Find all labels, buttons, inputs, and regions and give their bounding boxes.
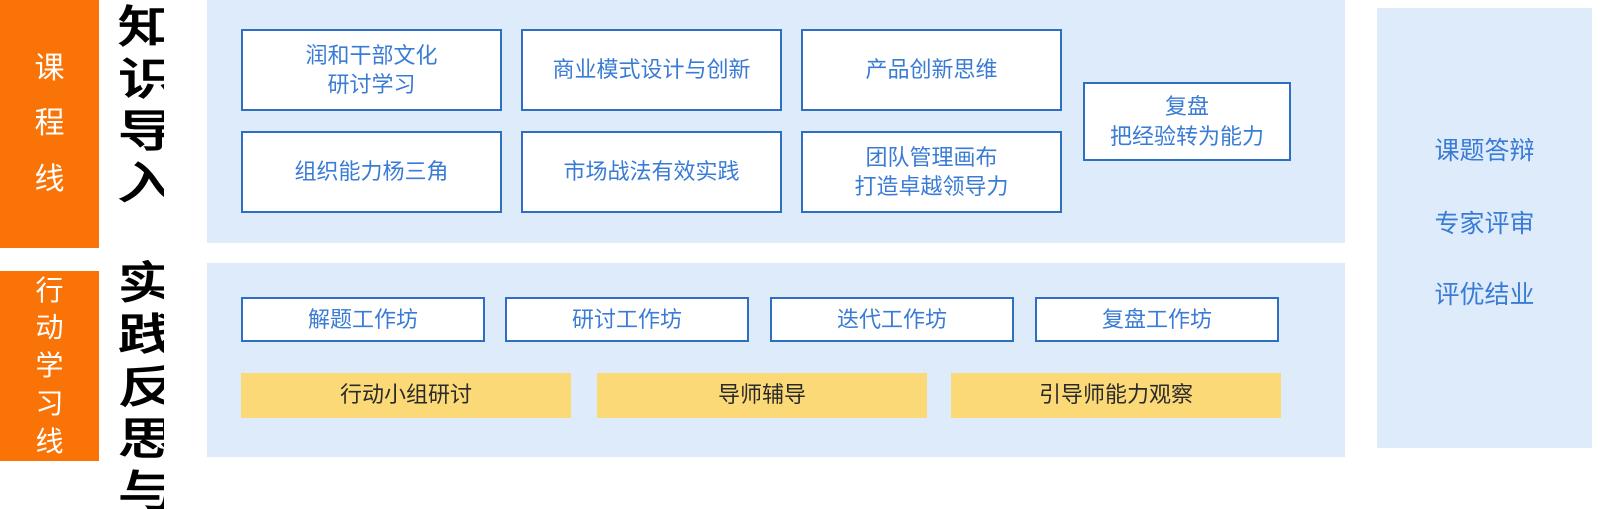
course-card-business-model-design[interactable]: 商业模式设计与创新 [521,29,782,111]
stage-practice-char-5: 与 [118,466,164,509]
action-learning-panel [207,263,1345,457]
assessment-item-topic-defense[interactable]: 课题答辩 [1434,137,1535,165]
rail-action-char-3: 学 [35,350,64,382]
stage-practice-char-2: 践 [118,310,164,362]
rail-course-char-1: 课 [34,51,65,85]
rail-course-char-2: 程 [34,107,65,141]
rail-action-learning-line: 行 动 学 习 线 [0,271,99,461]
course-card-market-strategy-practice[interactable]: 市场战法有效实践 [521,131,782,213]
stage-knowledge-char-2: 识 [118,54,164,106]
workshop-card-discussion[interactable]: 研讨工作坊 [505,297,749,342]
activity-chip-mentor-coaching[interactable]: 导师辅导 [597,373,927,418]
course-card-organizational-capability-triangle[interactable]: 组织能力杨三角 [241,131,502,213]
stage-knowledge-char-3: 导 [118,106,164,158]
workshop-card-iteration[interactable]: 迭代工作坊 [770,297,1014,342]
rail-course-char-3: 线 [34,162,65,196]
rail-action-char-4: 习 [35,387,64,419]
course-card-product-innovation-thinking[interactable]: 产品创新思维 [801,29,1062,111]
course-card-review-convert-experience[interactable]: 复盘 把经验转为能力 [1083,82,1291,161]
rail-action-char-1: 行 [35,274,64,306]
assessment-panel [1377,8,1592,448]
workshop-card-review[interactable]: 复盘工作坊 [1035,297,1279,342]
course-card-runhe-cadre-culture[interactable]: 润和干部文化 研讨学习 [241,29,502,111]
workshop-card-problem-solving[interactable]: 解题工作坊 [241,297,485,342]
stage-practice-char-3: 反 [118,362,164,414]
stage-label-knowledge-input: 知 识 导 入 [118,2,164,228]
stage-practice-char-4: 思 [118,414,164,466]
stage-label-practice-reflection: 实 践 反 思 与 赋 能 [118,258,164,509]
stage-practice-char-1: 实 [118,258,164,310]
activity-chip-facilitator-observation[interactable]: 引导师能力观察 [951,373,1281,418]
assessment-item-excellence-graduation[interactable]: 评优结业 [1434,281,1535,309]
assessment-item-expert-review[interactable]: 专家评审 [1434,210,1535,238]
stage-knowledge-char-4: 入 [118,158,164,210]
rail-action-char-5: 线 [35,425,64,457]
rail-action-char-2: 动 [35,312,64,344]
activity-chip-action-group-discussion[interactable]: 行动小组研讨 [241,373,571,418]
stage-knowledge-char-1: 知 [118,2,164,54]
rail-course-line: 课 程 线 [0,0,99,248]
course-card-team-management-canvas[interactable]: 团队管理画布 打造卓越领导力 [801,131,1062,213]
